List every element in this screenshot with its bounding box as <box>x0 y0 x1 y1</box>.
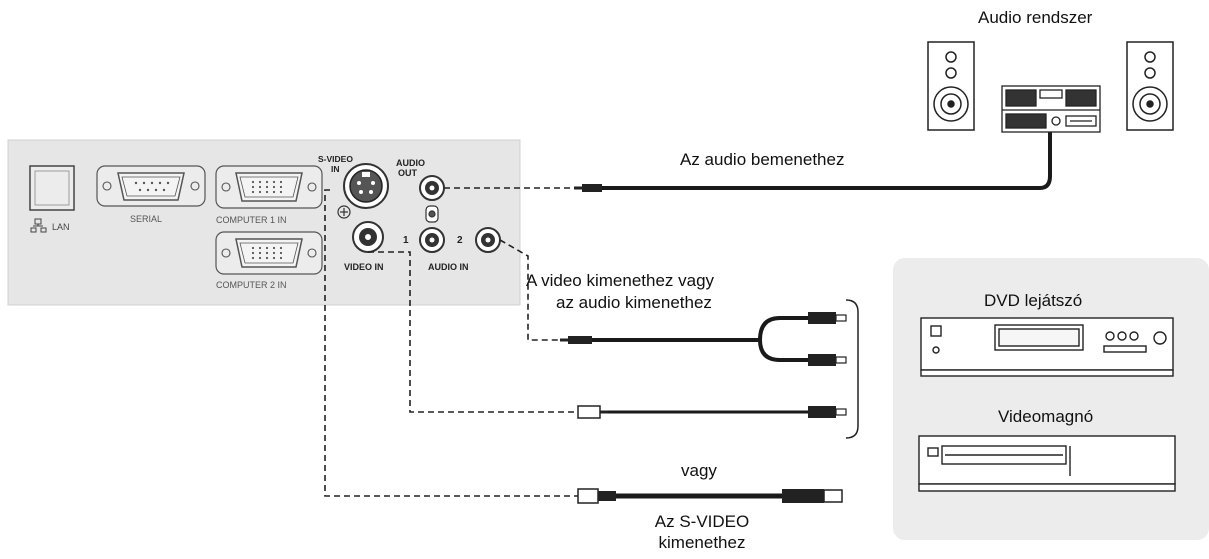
audio-in-2-port <box>475 227 501 253</box>
svideo-in-label-1: S-VIDEO <box>318 154 353 164</box>
amplifier-icon <box>1001 85 1101 133</box>
left-speaker-icon <box>927 41 975 131</box>
right-speaker-icon <box>1126 41 1174 131</box>
to-svideo-output-label-2: kimenethez <box>658 533 746 552</box>
video-in-plug <box>577 405 608 419</box>
serial-label: SERIAL <box>130 214 162 224</box>
lan-label: LAN <box>52 222 70 232</box>
screw-icon <box>337 205 351 219</box>
audio-in-1-port <box>419 227 445 253</box>
svideo-device-plug <box>782 489 843 503</box>
to-svideo-output-label-1: Az S-VIDEO <box>654 512 750 531</box>
audio-in-1-number: 1 <box>403 235 409 246</box>
svideo-in-dashed-line <box>324 189 578 497</box>
audio-in-label: AUDIO IN <box>428 262 469 272</box>
computer-2-in-label: COMPUTER 2 IN <box>216 280 287 290</box>
audio-out-label-1: AUDIO <box>396 158 425 168</box>
projector-panel: LAN SERIAL COMPUT <box>7 139 521 306</box>
lan-port <box>29 165 75 211</box>
svideo-in-label-2: IN <box>331 164 340 174</box>
network-icon <box>30 218 47 233</box>
dvd-player-icon <box>920 317 1174 377</box>
dashed-cable-runs <box>324 187 582 497</box>
audio-out-label-2: OUT <box>398 168 418 178</box>
to-audio-output-label: az audio kimenethez <box>556 293 712 312</box>
audio-link-icon <box>425 205 439 223</box>
vcr-icon <box>918 435 1176 492</box>
computer-1-in-label: COMPUTER 1 IN <box>216 215 287 225</box>
or-label: vagy <box>681 461 717 480</box>
video-rca-plug <box>808 406 847 418</box>
svideo-in-port <box>343 163 389 209</box>
vcr-label: Videomagnó <box>998 407 1094 426</box>
audio-in-plug <box>560 336 592 344</box>
video-in-port <box>352 221 384 253</box>
device-group-bracket <box>845 299 859 439</box>
to-audio-input-label: Az audio bemenethez <box>680 150 845 169</box>
video-in-label: VIDEO IN <box>344 262 384 272</box>
audio-in-rca-plug-top <box>808 312 847 324</box>
audio-system-label: Audio rendszer <box>978 8 1093 27</box>
audio-in-2-number: 2 <box>457 235 463 246</box>
serial-port <box>96 165 206 207</box>
to-video-output-label: A video kimenethez vagy <box>526 271 715 290</box>
audio-system-icon <box>927 41 1174 133</box>
video-in-dashed-line <box>368 251 578 413</box>
computer-1-in-port <box>215 165 323 209</box>
audio-system-cable <box>602 126 1052 190</box>
audio-out-plug <box>574 184 602 192</box>
audio-out-port <box>419 175 445 201</box>
svideo-in-plug <box>577 488 616 504</box>
dvd-player-label: DVD lejátszó <box>984 291 1083 310</box>
audio-in-dashed-line <box>499 239 568 341</box>
computer-2-in-port <box>215 231 323 275</box>
audio-in-cable <box>592 316 808 362</box>
audio-in-rca-plug-bottom <box>808 354 847 366</box>
